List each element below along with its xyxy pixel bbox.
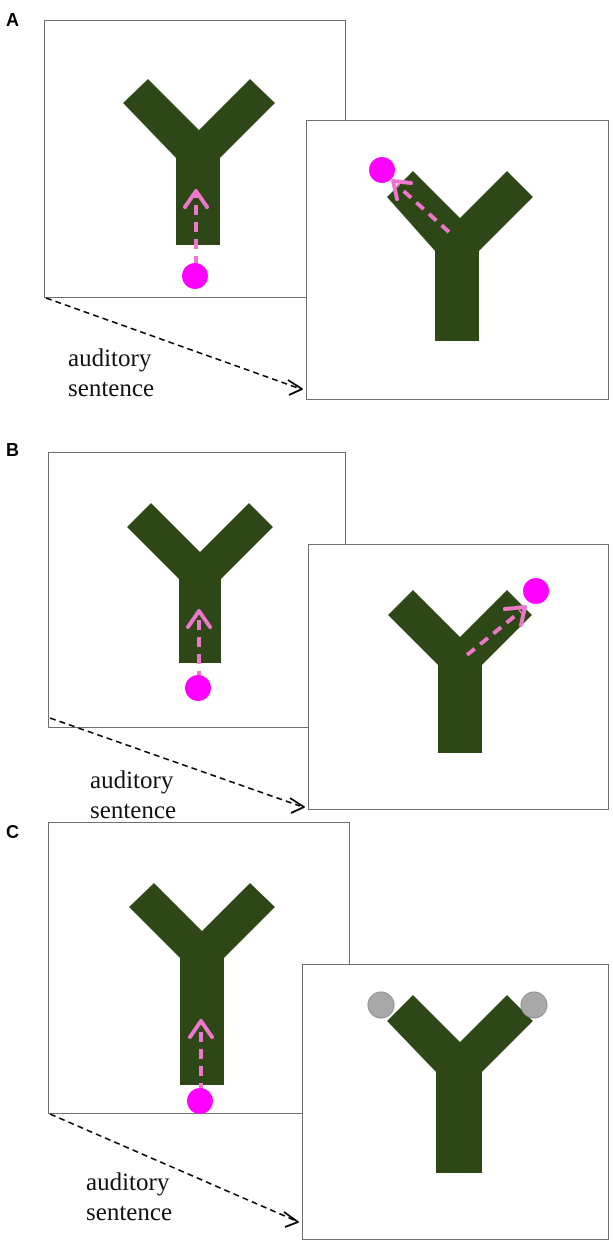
caption-line-1: auditory (68, 345, 152, 372)
caption-line-1: auditory (90, 767, 174, 794)
panel-label: A (6, 10, 19, 30)
caption-line-2: sentence (86, 1199, 173, 1226)
path-arrow (395, 183, 451, 234)
panel-label: C (6, 822, 19, 842)
y-maze-start-illustration (129, 883, 275, 1114)
second-frame (306, 120, 609, 400)
path-arrowhead (391, 179, 413, 201)
y-maze-choice-illustration (367, 991, 548, 1173)
y-maze-shape (127, 503, 273, 663)
y-maze-start-illustration (127, 503, 273, 701)
y-maze-shape (387, 171, 533, 341)
path-arrowhead (188, 1019, 214, 1039)
magenta-marker (182, 263, 208, 289)
first-frame (48, 452, 346, 728)
magenta-marker (185, 675, 211, 701)
path-arrow (465, 609, 523, 657)
magenta-marker (187, 1088, 213, 1114)
y-maze-start-illustration (123, 79, 275, 289)
y-maze-shape (123, 79, 275, 245)
caption: auditory sentence (90, 766, 176, 826)
gray-marker-right (520, 991, 548, 1019)
magenta-marker (369, 157, 395, 183)
path-arrowhead (183, 189, 209, 209)
first-frame (44, 20, 346, 298)
panel-b: B auditory sentence (0, 440, 613, 850)
caption-line-1: auditory (86, 1169, 170, 1196)
y-maze-shape (129, 883, 275, 1085)
caption: auditory sentence (86, 1168, 172, 1228)
caption: auditory sentence (68, 344, 154, 404)
y-maze-right-turn-illustration (388, 578, 549, 753)
path-arrowhead (503, 605, 527, 627)
first-frame (48, 822, 350, 1114)
gray-marker-left (367, 991, 395, 1019)
caption-line-2: sentence (68, 375, 155, 402)
panel-a: A auditory sentence (0, 10, 613, 420)
magenta-marker (523, 578, 549, 604)
second-frame (302, 964, 609, 1240)
panel-c: C auditory sentence (0, 822, 613, 1240)
second-frame (308, 544, 609, 810)
y-maze-shape (387, 995, 533, 1173)
path-arrowhead (186, 609, 212, 629)
panel-label: B (6, 440, 19, 460)
y-maze-shape (388, 590, 532, 753)
y-maze-left-turn-illustration (369, 157, 533, 341)
